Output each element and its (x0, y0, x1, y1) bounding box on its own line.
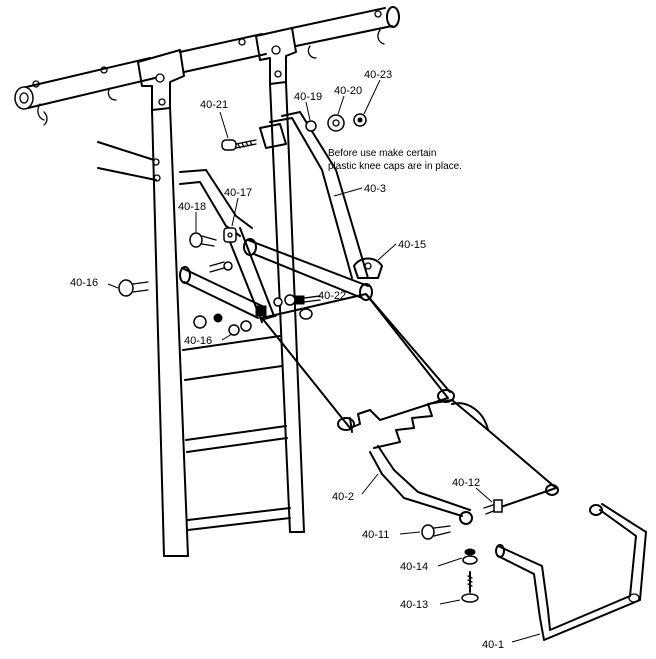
hardware-40-14 (462, 548, 478, 565)
label-40-3: 40-3 (364, 183, 386, 195)
label-40-21: 40-21 (200, 99, 228, 111)
label-40-16-upper: 40-16 (70, 277, 98, 289)
hardware-40-13 (461, 571, 479, 603)
top-bar (14, 6, 400, 126)
label-40-23: 40-23 (364, 69, 392, 81)
label-40-1: 40-1 (482, 639, 504, 651)
left-upright (151, 105, 189, 557)
note-line-1: Before use make certain (328, 148, 436, 159)
back-arm-40-3 (259, 111, 369, 279)
t-fitting-right (255, 27, 297, 85)
label-40-2: 40-2 (332, 491, 354, 503)
label-40-16-lower: 40-16 (184, 335, 212, 347)
part-labels: 40-21 40-19 40-20 40-23 40-3 40-17 40-18… (70, 69, 504, 651)
hardware-40-16-lower (193, 305, 277, 336)
label-40-13: 40-13 (400, 599, 428, 611)
hardware-40-18 (189, 232, 217, 248)
hardware-40-17 (223, 227, 237, 243)
hardware-40-11 (421, 524, 451, 540)
label-40-11: 40-11 (362, 529, 389, 541)
knee-cap-40-15 (353, 257, 383, 279)
safety-note: Before use make certain plastic knee cap… (328, 148, 462, 172)
hardware-40-21 (221, 139, 257, 151)
hardware-40-12 (483, 499, 503, 515)
side-rail (97, 141, 161, 182)
label-40-15: 40-15 (398, 239, 426, 251)
upper-cross-bar (243, 238, 373, 301)
label-40-19: 40-19 (294, 91, 322, 103)
leader-lines (107, 79, 541, 643)
label-40-20: 40-20 (334, 85, 362, 97)
label-40-12: 40-12 (452, 477, 480, 489)
seat-board (261, 293, 455, 433)
right-upright (269, 81, 305, 533)
ladder-rungs (182, 335, 291, 531)
label-40-22: 40-22 (318, 290, 346, 302)
hardware-40-19-20 (305, 113, 367, 132)
lower-cross-bar (179, 266, 263, 319)
label-40-18: 40-18 (178, 201, 206, 213)
label-40-17: 40-17 (224, 187, 252, 199)
note-line-2: plastic knee caps are in place. (328, 161, 462, 172)
hardware-40-16-upper (118, 261, 233, 297)
label-40-14: 40-14 (400, 561, 428, 573)
base-tube-40-1 (495, 503, 647, 641)
lower-seat-40-2 (369, 399, 559, 525)
